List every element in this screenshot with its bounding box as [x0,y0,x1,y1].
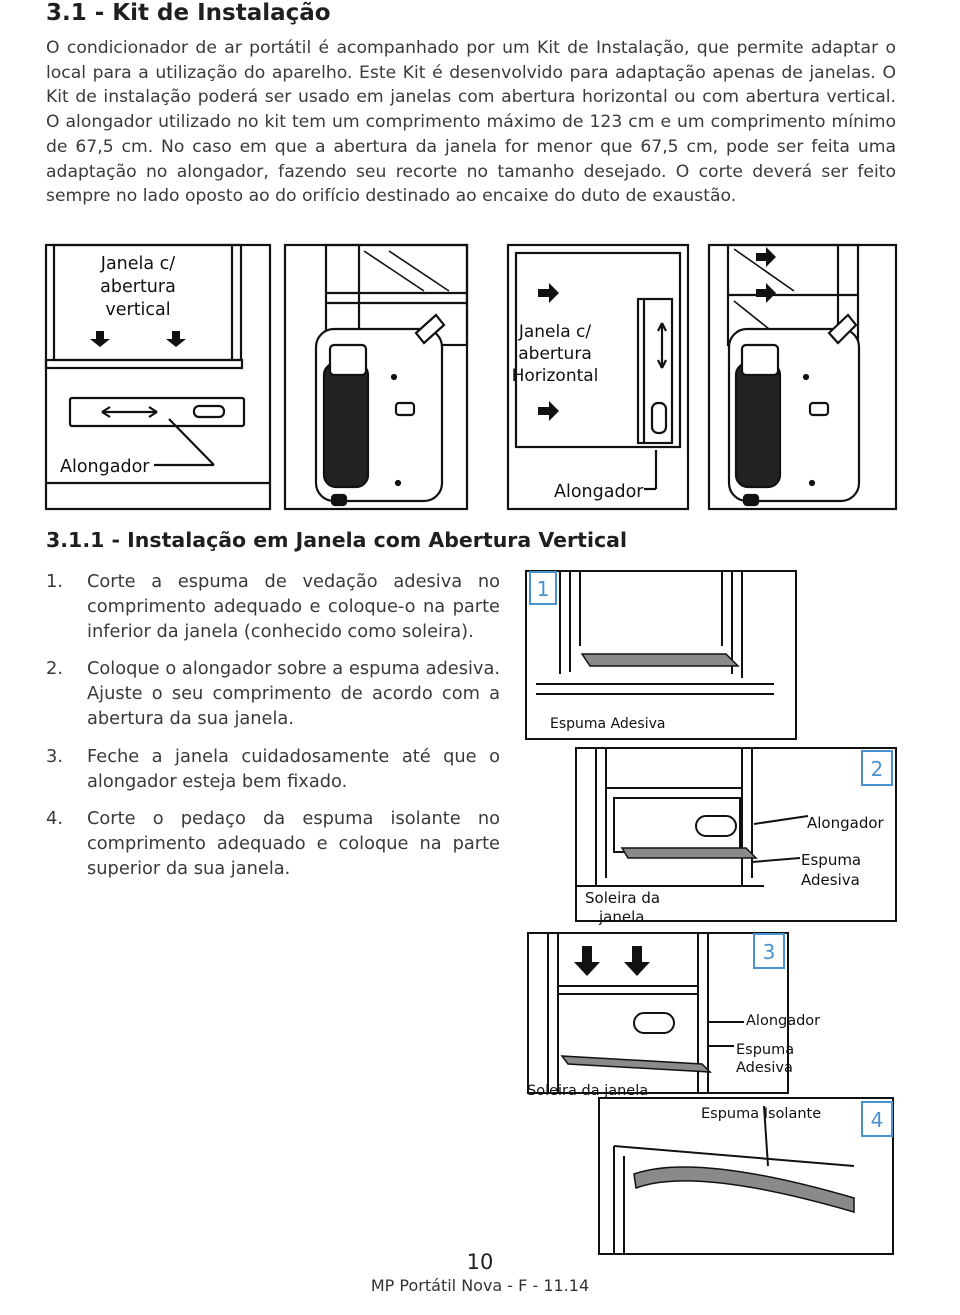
horizontal-window-panel [506,243,690,511]
badge-1: 1 [529,571,557,605]
badge-4: 4 [861,1101,893,1137]
extender-label-left: Alongador [60,457,150,477]
fig4-insulating-foam-label: Espuma Isolante [701,1106,821,1122]
step-figures: 1 2 3 4 Espuma Adesiva Alongador Espuma … [525,570,897,1255]
step-item: 4.Corte o pedaço da espuma isolante no c… [46,808,500,879]
horizontal-window-label-line3: Horizontal [512,366,599,386]
step1-figure [525,570,797,740]
subsection-title: 3.1.1 - Instalação em Janela com Abertur… [46,528,627,552]
fig1-foam-label: Espuma Adesiva [550,716,665,732]
ac-unit-right [727,313,861,507]
fig3-foam-label-2: Adesiva [736,1060,793,1076]
vertical-window-label-line3: vertical [105,300,170,320]
fig2-sill-label-1: Soleira da [585,889,660,907]
fig3-extender-label: Alongador [746,1013,820,1029]
fig2-foam-label-1: Espuma [801,851,861,869]
page-number: 10 [466,1250,494,1274]
horizontal-window-label-line1: Janela c/ [518,322,592,342]
step-item: 2.Coloque o alongador sobre a espuma ade… [46,658,500,729]
fig3-foam-label-1: Espuma [736,1042,794,1058]
step-item: 3.Feche a janela cuidadosamente até que … [46,745,500,792]
step3-figure [527,932,789,1094]
vertical-window-label-line2: abertura [100,277,176,297]
step2-figure [575,747,897,922]
ac-unit-left [314,313,446,507]
svg-text:3: 3 [763,940,776,964]
badge-2: 2 [861,750,893,786]
fig2-foam-label-2: Adesiva [801,871,860,889]
top-figures: Janela c/ abertura vertical Alongador Ja… [44,243,898,511]
fig2-sill-label-2: janela [598,908,644,926]
step4-figure [598,1097,894,1255]
svg-text:2: 2 [871,757,884,781]
intro-paragraph: O condicionador de ar portátil é acompan… [46,38,896,207]
svg-text:1: 1 [537,577,550,601]
footer-model: MP Portátil Nova - F - 11.14 [370,1276,590,1295]
step-item: 1.Corte a espuma de vedação adesiva no c… [46,571,500,642]
section-title: 3.1 - Kit de Instalação [46,0,331,26]
badge-3: 3 [753,933,785,969]
steps-list: 1.Corte a espuma de vedação adesiva no c… [46,570,500,895]
horizontal-window-label-line2: abertura [518,344,592,364]
svg-text:4: 4 [871,1108,884,1132]
fig3-sill-label: Soleira da janela [527,1083,648,1099]
extender-label-right: Alongador [554,482,644,502]
fig2-extender-label: Alongador [807,814,885,832]
vertical-window-label-line1: Janela c/ [100,254,176,274]
